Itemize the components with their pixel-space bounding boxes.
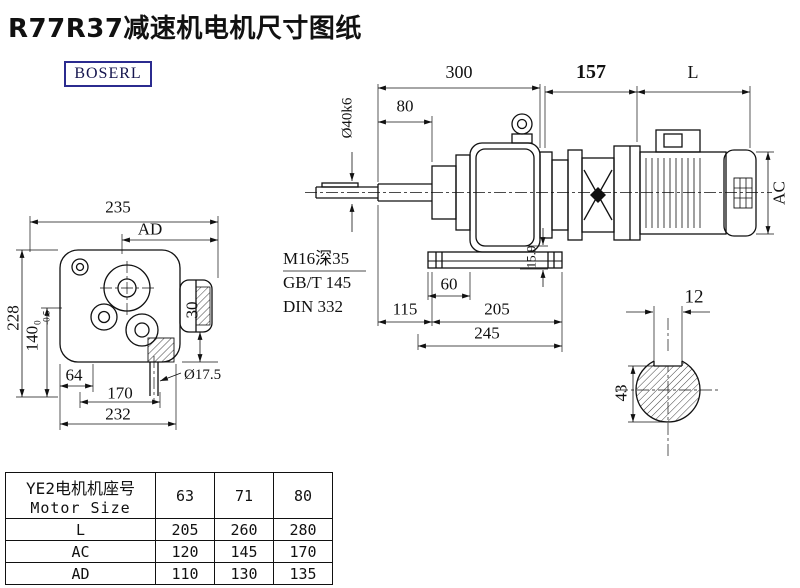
table-cell: 110 [155, 562, 215, 585]
table-cell: 130 [214, 562, 274, 585]
dim-228: 228 [3, 305, 23, 331]
front-view-dimensions [16, 216, 219, 430]
motor-size-table: YE2电机机座号 Motor Size 63 71 80 L 205 260 2… [5, 472, 333, 585]
table-row-L: L 205 260 280 [5, 518, 333, 541]
table-header-motor-size: YE2电机机座号 Motor Size [5, 472, 156, 519]
table-header-en: Motor Size [30, 498, 131, 517]
table-cell: 205 [155, 518, 215, 541]
row-label-L: L [5, 518, 156, 541]
table-size-63: 63 [155, 472, 215, 519]
dim-205: 205 [484, 299, 510, 319]
dim-60: 60 [440, 274, 458, 294]
dim-12: 12 [684, 286, 704, 308]
dim-l: L [687, 62, 699, 82]
dim-235: 235 [105, 197, 131, 217]
table-cell: 260 [214, 518, 274, 541]
boserl-logo: BOSERL [64, 61, 152, 87]
row-label-AD: AD [5, 562, 156, 585]
thread-note-line2: GB/T 145 [283, 273, 352, 292]
dim-64: 64 [65, 365, 83, 385]
side-view-linework [315, 113, 757, 269]
side-view-dimensions [283, 84, 774, 352]
table-cell: 120 [155, 540, 215, 563]
front-view-linework [59, 249, 213, 396]
table-row-AD: AD 110 130 135 [5, 562, 333, 585]
dim-115: 115 [392, 299, 418, 319]
section-view-linework [635, 352, 701, 423]
dim-dia-17-5: Ø17.5 [184, 367, 222, 383]
table-row-AC: AC 120 145 170 [5, 540, 333, 563]
section-view-dimensions [626, 306, 710, 423]
dim-80: 80 [396, 96, 414, 116]
table-cell: 280 [273, 518, 333, 541]
dim-43: 43 [611, 384, 631, 402]
dim-170: 170 [107, 383, 133, 403]
dim-245: 245 [474, 323, 500, 343]
table-cell: 170 [273, 540, 333, 563]
dim-140-value: 140 [22, 325, 42, 352]
page-title: R77R37减速机电机尺寸图纸 [8, 14, 362, 44]
table-size-71: 71 [214, 472, 274, 519]
table-header-row: YE2电机机座号 Motor Size 63 71 80 [5, 472, 333, 519]
boserl-logo-text: BOSERL [74, 65, 142, 82]
row-label-AC: AC [5, 540, 156, 563]
dim-232: 232 [105, 404, 131, 424]
thread-note-line3: DIN 332 [283, 297, 343, 316]
dim-ad: AD [137, 219, 163, 239]
dim-300: 300 [445, 62, 473, 82]
table-size-80: 80 [273, 472, 333, 519]
shaft-end-thread-note: M16深35 GB/T 145 DIN 332 [283, 247, 351, 319]
dim-157: 157 [576, 61, 606, 83]
table-header-cn: YE2电机机座号 [26, 478, 135, 498]
dim-ac: AC [769, 181, 789, 205]
thread-note-line1: M16深35 [283, 249, 350, 268]
dim-shaft-dia: Ø40k6 [339, 97, 356, 139]
table-cell: 145 [214, 540, 274, 563]
dim-15-9: 15.9 [523, 245, 539, 269]
table-cell: 135 [273, 562, 333, 585]
dim-30: 30 [182, 301, 202, 319]
dim-140-tol: 0-0.5 [32, 310, 52, 325]
front-view-centerlines [100, 261, 155, 401]
